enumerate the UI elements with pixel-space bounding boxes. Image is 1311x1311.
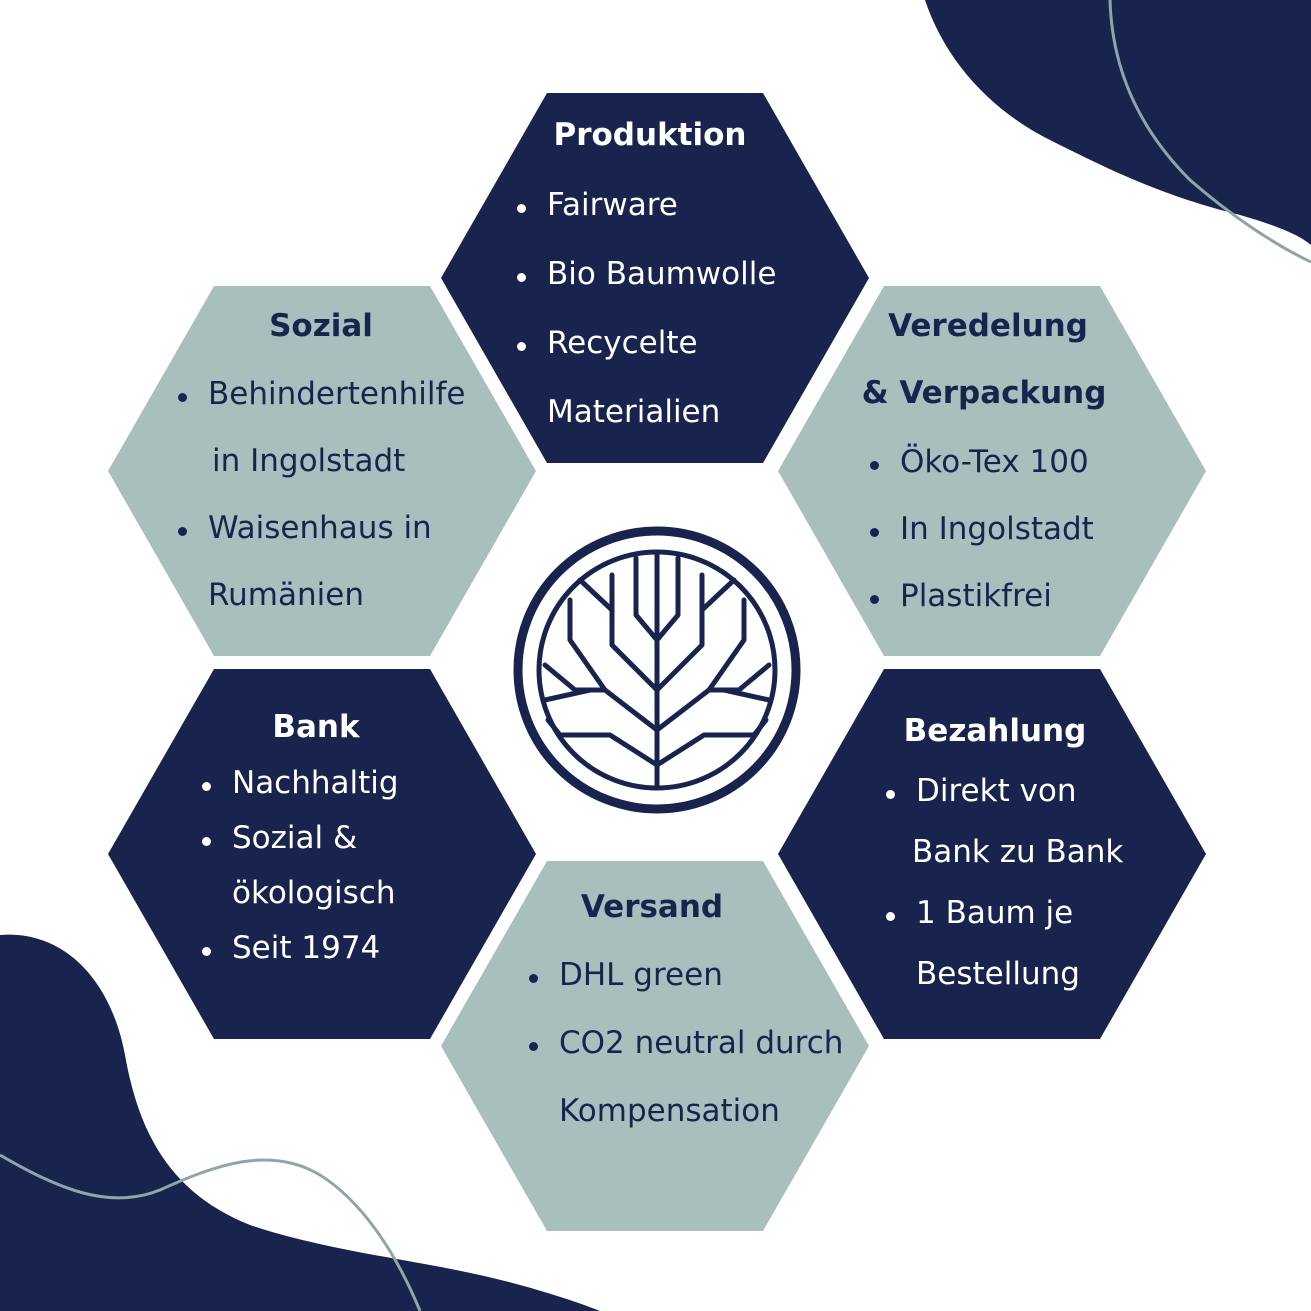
bullet-icon (870, 528, 879, 537)
versand-content: Versand DHL green CO2 neutral durch Komp… (441, 861, 869, 1231)
bullet-icon (886, 912, 895, 921)
sozial-list: Behindertenhilfe in Ingolstadt Waisenhau… (178, 376, 465, 644)
versand-title: Versand (580, 889, 724, 925)
list-item-continuation: Bank zu Bank (912, 834, 1124, 870)
bullet-icon (202, 782, 211, 791)
produktion-title: Produktion (553, 117, 747, 153)
bottom-left-blob (0, 934, 600, 1311)
sozial-content: Sozial Behindertenhilfe in Ingolstadt Wa… (108, 286, 536, 656)
list-item: Fairware (517, 187, 776, 256)
list-item: Waisenhaus in (178, 510, 465, 577)
list-item: Nachhaltig (202, 765, 399, 820)
produktion-content: Produktion Fairware Bio Baumwolle Recyce… (441, 93, 869, 463)
list-item: Bio Baumwolle (517, 256, 776, 325)
top-right-blob (925, 0, 1311, 245)
hexagon-sozial (108, 286, 536, 656)
bezahlung-list: Direkt von Bank zu Bank 1 Baum je Bestel… (886, 773, 1123, 1017)
top-right-curve-line (1108, 0, 1311, 264)
list-item: Direkt von (886, 773, 1123, 834)
veredelung-list: Öko-Tex 100 In Ingolstadt Plastikfrei (870, 444, 1094, 645)
veredelung-content: Veredelung & Verpackung Öko-Tex 100 In I… (778, 286, 1206, 656)
hexagon-veredelung (778, 286, 1206, 656)
bezahlung-content: Bezahlung Direkt von Bank zu Bank 1 Baum… (778, 669, 1206, 1039)
list-item: 1 Baum je (886, 895, 1123, 956)
list-item: Behindertenhilfe (178, 376, 465, 443)
list-item-continuation: Rumänien (208, 577, 364, 613)
bullet-icon (870, 461, 879, 470)
hexagon-produktion (441, 93, 869, 463)
list-item-continuation: Bestellung (916, 956, 1080, 992)
list-item-continuation: Materialien (547, 394, 721, 430)
list-item: Recycelte (517, 325, 776, 394)
bullet-icon (178, 393, 187, 402)
bezahlung-title: Bezahlung (903, 713, 1087, 749)
list-item-continuation: ökologisch (232, 875, 396, 911)
bottom-left-curve-line (0, 1153, 422, 1311)
list-item: Plastikfrei (870, 578, 1094, 645)
produktion-list: Fairware Bio Baumwolle Recycelte Materia… (517, 187, 776, 463)
bullet-icon (517, 273, 526, 282)
hexagon-versand (441, 861, 869, 1231)
list-item-continuation: in Ingolstadt (212, 443, 406, 479)
versand-list: DHL green CO2 neutral durch Kompensation (529, 957, 843, 1161)
bullet-icon (178, 527, 187, 536)
list-item: Sozial & (202, 820, 399, 875)
tree-circle-logo-icon (513, 526, 801, 814)
bullet-icon (529, 1042, 538, 1051)
list-item-continuation: Kompensation (559, 1093, 780, 1129)
bullet-icon (886, 790, 895, 799)
veredelung-title-line1: Veredelung (888, 308, 1088, 344)
list-item: CO2 neutral durch (529, 1025, 843, 1093)
list-item: Öko-Tex 100 (870, 444, 1094, 511)
list-item: In Ingolstadt (870, 511, 1094, 578)
bullet-icon (529, 974, 538, 983)
veredelung-title-line2: & Verpackung (861, 375, 1107, 411)
list-item: DHL green (529, 957, 843, 1025)
hexagon-bank (108, 669, 536, 1039)
bullet-icon (870, 595, 879, 604)
bullet-icon (202, 837, 211, 846)
bank-title: Bank (272, 709, 360, 745)
bullet-icon (202, 947, 211, 956)
list-item: Seit 1974 (202, 930, 399, 985)
bullet-icon (517, 204, 526, 213)
sozial-title: Sozial (269, 308, 373, 344)
bank-content: Bank Nachhaltig Sozial & ökologisch Seit… (108, 669, 536, 1039)
bank-list: Nachhaltig Sozial & ökologisch Seit 1974 (202, 765, 399, 985)
hexagon-bezahlung (778, 669, 1206, 1039)
bullet-icon (517, 342, 526, 351)
